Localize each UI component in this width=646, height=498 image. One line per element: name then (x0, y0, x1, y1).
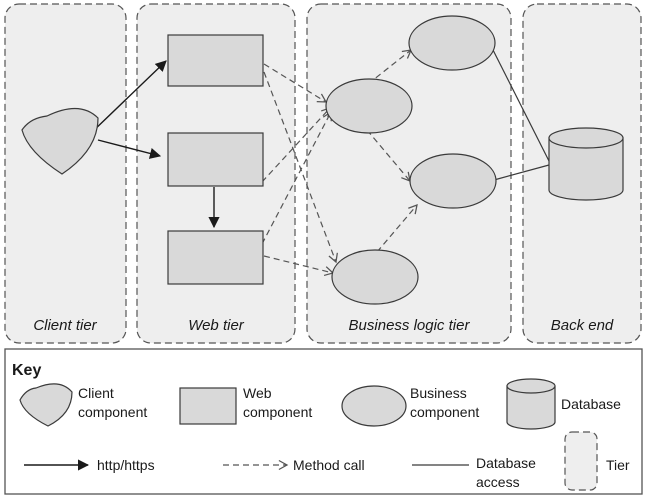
key-client-component-shape (19, 383, 73, 427)
web-component-2 (167, 132, 264, 187)
http-arrow-client-to-web1 (89, 60, 167, 135)
database-cylinder (548, 127, 624, 201)
key-title: Key (12, 362, 41, 379)
key-tier-shape (564, 431, 598, 491)
key-business-component-label: Business component (410, 385, 479, 420)
business-logic-tier-label: Business logic tier (349, 317, 471, 334)
web-component-3 (167, 230, 264, 285)
method-call-business1-to-business-top (367, 49, 413, 85)
key-business-component-shape (341, 385, 407, 427)
key-client-component-label: Client component (78, 385, 147, 420)
business-component-mid (409, 153, 497, 209)
back-end-tier-label: Back end (551, 317, 614, 334)
business-component-left (325, 78, 413, 134)
method-call-web1-to-business3 (263, 71, 338, 264)
key-tier-label: Tier (606, 457, 630, 473)
key-web-component-shape (179, 387, 237, 425)
method-call-web1-to-business1 (263, 63, 328, 103)
client-tier-label: Client tier (33, 317, 97, 334)
business-component-top (408, 15, 496, 71)
key-database-access-label: Database access (476, 455, 540, 490)
database-access-top (491, 47, 550, 162)
http-arrow-client-to-web2 (97, 139, 162, 159)
client-component-shape (21, 107, 99, 175)
method-call-web3-to-business3 (263, 255, 335, 277)
method-call-business1-to-business-mid (366, 129, 411, 182)
key-web-component-label: Web component (243, 385, 312, 420)
method-call-web3-to-business1 (261, 110, 332, 245)
key-database-label: Database (561, 396, 621, 412)
business-component-bottom (331, 249, 419, 305)
web-tier-label: Web tier (188, 317, 245, 334)
method-call-web2-to-business1 (261, 107, 331, 183)
key-database-shape (506, 378, 556, 430)
method-call-business3-to-business-mid (376, 204, 418, 253)
client-tier (4, 3, 127, 344)
key-http-label: http/https (97, 457, 155, 473)
database-access-mid (493, 164, 550, 181)
key-method-call-label: Method call (293, 457, 365, 473)
web-component-1 (167, 34, 264, 87)
